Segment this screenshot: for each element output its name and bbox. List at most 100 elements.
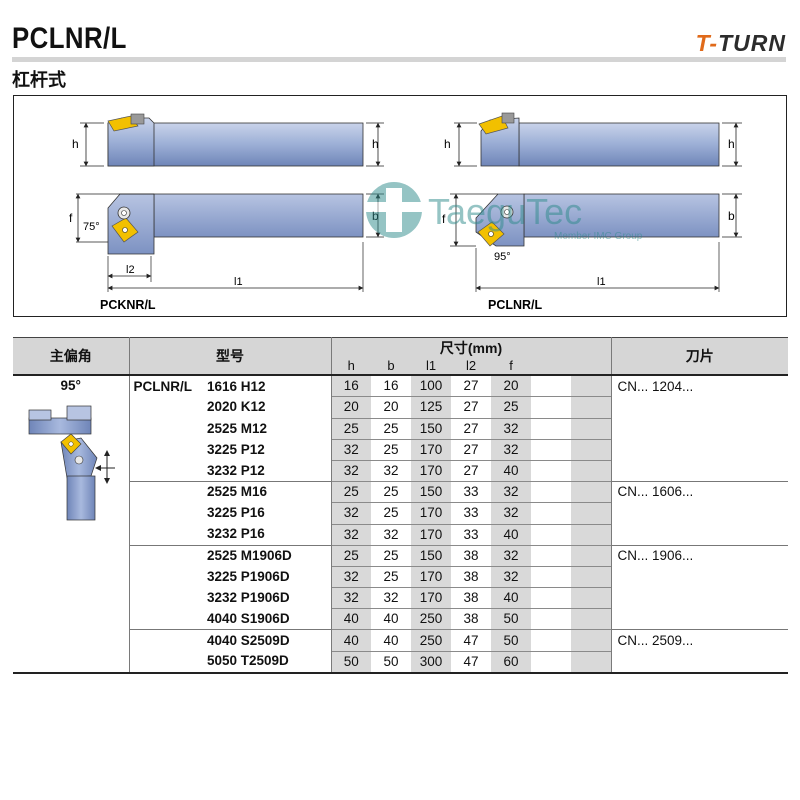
blank-cell-2 bbox=[571, 587, 612, 609]
h-cell: 32 bbox=[330, 523, 371, 546]
f-cell: 32 bbox=[491, 417, 531, 440]
b-cell: 40 bbox=[371, 629, 411, 652]
f-cell: 25 bbox=[491, 396, 531, 419]
b-cell: 40 bbox=[371, 608, 411, 630]
blank-cell-1 bbox=[531, 523, 571, 546]
l2-cell: 27 bbox=[451, 459, 491, 482]
blank-cell-2 bbox=[571, 396, 612, 419]
f-cell: 60 bbox=[491, 650, 531, 674]
h-cell: 25 bbox=[330, 544, 371, 567]
l1-cell: 150 bbox=[411, 417, 451, 440]
taegutec-watermark: TaeguTec Member IMC Group bbox=[366, 182, 643, 242]
model-prefix-empty bbox=[128, 439, 201, 461]
header-blank-2 bbox=[571, 358, 612, 377]
right-dim-h-right-label: h bbox=[728, 137, 735, 151]
left-side-view bbox=[107, 113, 364, 167]
right-angle-label: 95° bbox=[494, 251, 511, 263]
left-dim-l1-label: l1 bbox=[234, 276, 243, 288]
angle-cell: 95° bbox=[13, 375, 129, 674]
model-prefix: PCLNR/L bbox=[128, 375, 201, 397]
f-cell: 40 bbox=[491, 523, 531, 546]
b-cell: 25 bbox=[371, 438, 411, 461]
l2-cell: 27 bbox=[451, 417, 491, 440]
l2-cell: 27 bbox=[451, 396, 491, 419]
model-prefix-empty bbox=[128, 587, 201, 609]
insert-cell bbox=[610, 524, 789, 546]
h-cell: 32 bbox=[330, 459, 371, 482]
header-model: 型号 bbox=[128, 337, 331, 377]
header-l1: l1 bbox=[411, 358, 451, 377]
blank-cell-2 bbox=[571, 502, 612, 524]
l1-cell: 100 bbox=[411, 375, 451, 397]
insert-cell bbox=[610, 608, 789, 630]
blank-cell-1 bbox=[531, 650, 571, 674]
left-caption: PCKNR/L bbox=[100, 298, 156, 312]
insert-cell: CN... 1906... bbox=[610, 544, 789, 567]
holder-thumbnail-icon bbox=[28, 405, 115, 521]
l1-cell: 170 bbox=[411, 502, 451, 524]
b-cell: 25 bbox=[371, 481, 411, 503]
header-f: f bbox=[491, 358, 531, 377]
l1-cell: 250 bbox=[411, 608, 451, 630]
h-cell: 16 bbox=[330, 375, 371, 397]
l1-cell: 170 bbox=[411, 565, 451, 588]
l1-cell: 150 bbox=[411, 481, 451, 503]
left-dim-f-label: f bbox=[69, 211, 73, 225]
l2-cell: 38 bbox=[451, 608, 491, 630]
f-cell: 32 bbox=[491, 438, 531, 461]
left-top-view bbox=[107, 193, 364, 255]
header-h: h bbox=[330, 358, 371, 377]
l2-cell: 27 bbox=[463, 378, 479, 394]
model-prefix-empty bbox=[128, 629, 201, 652]
model-prefix-empty bbox=[128, 481, 201, 503]
l1-cell: 150 bbox=[411, 544, 451, 567]
l2-cell: 33 bbox=[451, 523, 491, 546]
l2-cell: 38 bbox=[451, 544, 491, 567]
l2-cell: 47 bbox=[451, 629, 491, 652]
model-cell: 3225 P1906D bbox=[207, 568, 290, 584]
h-cell: 32 bbox=[330, 438, 371, 461]
right-dim-l1-label: l1 bbox=[597, 276, 606, 288]
model-cell: 5050 T2509D bbox=[201, 651, 331, 674]
header-l2: l2 bbox=[451, 358, 491, 377]
insert-cell: CN... 2509... bbox=[610, 629, 789, 652]
blank-cell-2 bbox=[571, 375, 612, 397]
tool-diagram: h h f 75° b l2 l1 PCKNR/L bbox=[13, 95, 787, 317]
l2-cell: 47 bbox=[451, 650, 491, 674]
f-cell: 40 bbox=[491, 459, 531, 482]
l1-cell: 250 bbox=[411, 629, 451, 652]
blank-cell-1 bbox=[531, 544, 571, 567]
header-insert: 刀片 bbox=[610, 337, 789, 377]
b-cell: 50 bbox=[371, 650, 411, 674]
insert-cell: CN... 1204... bbox=[610, 375, 789, 397]
l1-cell: 170 bbox=[411, 459, 451, 482]
h-cell: 32 bbox=[330, 502, 371, 524]
model-cell: 2525 M16 bbox=[201, 481, 331, 503]
brand-logo: T-TURN bbox=[696, 30, 786, 57]
watermark-sub: Member IMC Group bbox=[554, 231, 643, 242]
h-cell: 32 bbox=[330, 565, 371, 588]
b-cell: 32 bbox=[371, 523, 411, 546]
b-cell: 20 bbox=[371, 396, 411, 419]
page-title: PCLNR/L bbox=[12, 22, 127, 55]
brand-logo-part1: T- bbox=[695, 30, 719, 56]
blank-cell-1 bbox=[531, 565, 571, 588]
l1-cell: 300 bbox=[411, 650, 451, 674]
blank-cell-2 bbox=[571, 417, 612, 440]
blank-cell-1 bbox=[531, 459, 571, 482]
b-cell: 25 bbox=[371, 544, 411, 567]
model-cell: 2525 M12 bbox=[207, 420, 268, 436]
f-cell: 32 bbox=[491, 481, 531, 503]
model-prefix-empty bbox=[128, 396, 201, 419]
l1-cell: 125 bbox=[411, 396, 451, 419]
left-dim-h-right-label: h bbox=[372, 137, 379, 151]
h-cell: 25 bbox=[330, 481, 371, 503]
model-cell: 4040 S1906D bbox=[207, 611, 290, 627]
blank-cell-2 bbox=[571, 629, 612, 652]
right-top-view bbox=[475, 193, 720, 247]
